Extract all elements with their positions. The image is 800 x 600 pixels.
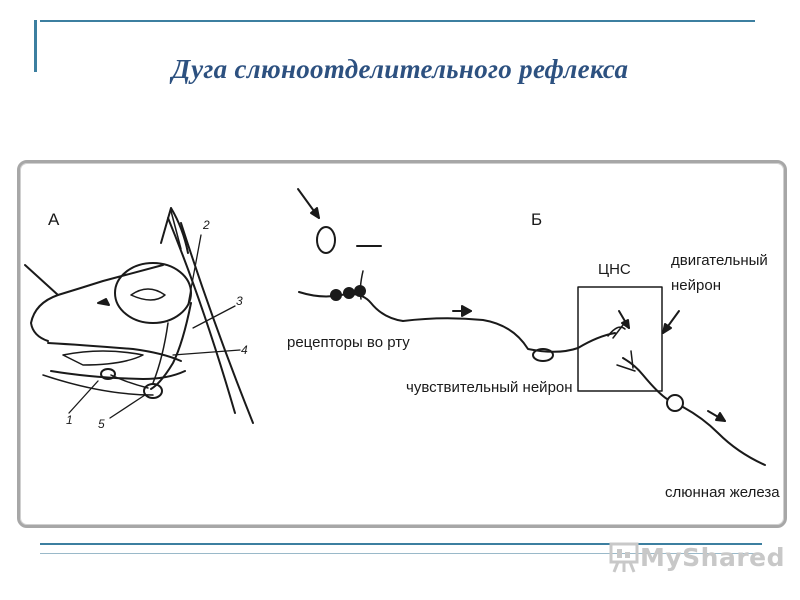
motor-neuron-label-line2: нейрон [671,277,721,294]
pointer-5 [109,394,146,419]
watermark: MyShared [608,540,785,574]
motor-neuron-label-line1: двигательный [671,252,768,269]
food-stimulus [316,226,336,254]
dog-jaw-line [42,374,154,396]
slide-title: Дуга слюноотделительного рефлекса [171,54,629,84]
bottom-rule-thin [40,553,762,554]
left-accent-rule [34,20,37,72]
receptor-dot-1 [330,289,342,301]
dog-tongue [62,350,144,366]
sensory-neuron-body [532,348,554,362]
dog-nerve-path-2 [152,322,169,384]
cns-label: ЦНС [598,261,631,278]
dog-upper-jaw [47,342,182,362]
direction-arrowhead-2 [715,412,726,422]
reflex-arc-figure: А Б 1 2 3 4 5 рецепторы во рту чувствите… [17,160,787,528]
pointer-2 [187,234,202,306]
sensory-axon [402,317,616,353]
motor-axon-start [622,357,668,400]
cns-arrowhead [621,319,630,329]
stimulus-arrowhead [310,207,320,219]
cns-box [577,286,663,392]
dog-lower-jaw [50,370,186,380]
dog-head-top-outline [24,264,164,296]
dog-label-1: 1 [66,413,73,427]
salivary-gland-label: слюнная железа [665,484,780,501]
dog-salivary-gland [143,383,163,399]
dog-label-3: 3 [236,294,243,308]
motor-dendrites [616,350,636,372]
pointer-4 [172,349,241,356]
dog-label-5: 5 [98,417,105,431]
presentation-board-icon [609,542,639,573]
dog-neck-outline-front [167,217,236,414]
dog-eye [97,298,110,306]
panel-b-label: Б [531,210,542,229]
pointer-1 [68,380,99,414]
synapse-endings [607,324,626,339]
dog-duct [110,374,149,389]
sensory-neuron-label: чувствительный нейрон [406,379,573,396]
dog-label-4: 4 [241,343,248,357]
motor-axon [682,406,766,466]
bottom-rule [40,543,762,545]
pointer-3 [192,305,236,329]
reflex-arc-diagram: А Б 1 2 3 4 5 рецепторы во рту чувствите… [24,188,780,501]
dog-label-2: 2 [202,218,210,232]
dog-nose [30,294,59,342]
dog-brain [114,262,192,324]
receptors-label: рецепторы во рту [287,334,410,351]
dog-head-drawing [24,207,254,424]
reflex-arc-schema [297,188,766,466]
dog-mouth-receptor [100,368,116,380]
watermark-text: MyShared [640,542,786,572]
receptor-dot-2 [343,287,355,299]
dog-neck-outline-back [180,222,254,424]
dog-brain-fold [130,288,166,301]
motor-neuron-body [666,394,684,412]
motor-label-arrowhead [662,323,672,334]
dog-ear-inner [170,210,182,250]
direction-arrowhead-1 [461,305,472,317]
dog-ear [160,207,189,254]
top-rule [40,20,755,22]
panel-a-label: А [48,210,60,229]
receptor-dot-3 [354,285,366,297]
